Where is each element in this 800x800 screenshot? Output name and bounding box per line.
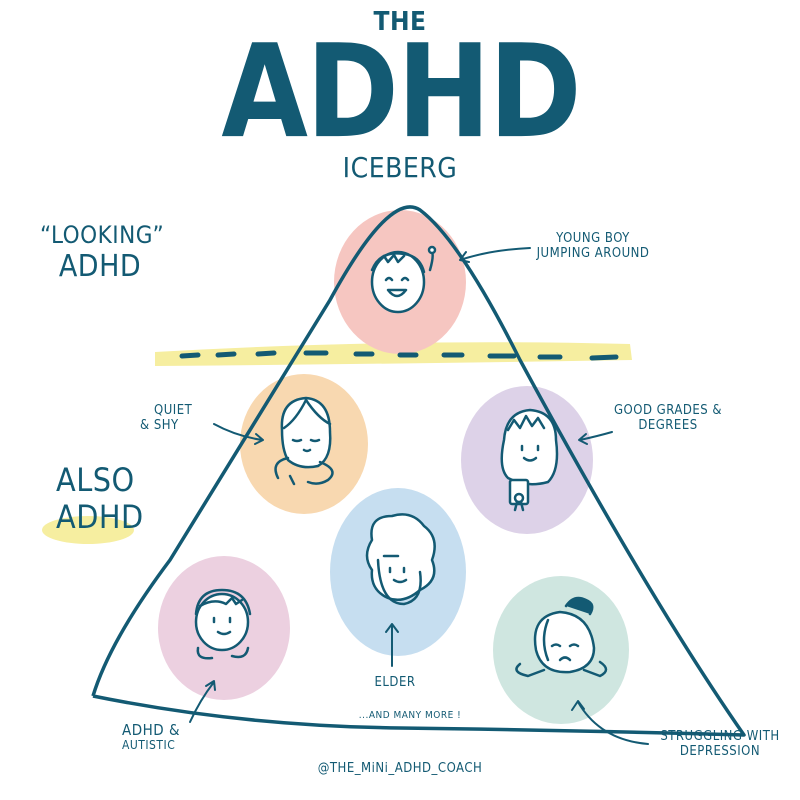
looking-adhd-label: ADHD (58, 248, 142, 284)
quiet-shy-face-icon (274, 396, 334, 486)
waterline-dashes (179, 350, 619, 361)
label-good-grades: GOOD GRADES & DEGREES (598, 403, 738, 434)
and-many-more-text: ...AND MANY MORE ! (358, 710, 462, 721)
struggling-arrow-icon (571, 700, 649, 745)
label-elder: ELDER (360, 675, 430, 691)
label-line: GOOD GRADES & (613, 403, 722, 418)
label-line: DEGREES (638, 417, 698, 433)
young-boy-arrow-icon (459, 247, 531, 263)
iceberg-outline (91, 205, 746, 737)
section-label-looking-adhd: “LOOKiNG” ADHD (40, 221, 164, 284)
good-grades-face-icon (500, 408, 559, 512)
label-line: & SHY (140, 417, 179, 433)
looking-label: “LOOKiNG” (40, 221, 165, 249)
page-title: ADHD (221, 17, 581, 168)
label-line: DEPRESSiON (679, 743, 761, 759)
label-quiet-shy: QUiET & SHY (140, 403, 220, 434)
adhd-autistic-arrow-icon (189, 680, 216, 723)
title-subtitle: iCEBERG (342, 151, 458, 184)
good-grades-arrow-icon (578, 431, 613, 445)
author-handle: @THE_MiNi_ADHD_COACH (317, 761, 483, 776)
also-label: ALSO (56, 461, 135, 499)
label-adhd-autistic: ADHD & AUTiSTiC (122, 721, 222, 753)
label-line: ADHD & (122, 721, 180, 739)
label-struggling-depression: STRUGGLiNG WiTH DEPRESSiON (650, 729, 790, 760)
label-line: AUTiSTiC (122, 738, 176, 753)
title-the: THE (373, 7, 427, 37)
also-adhd-highlight (42, 516, 134, 544)
label-line: ELDER (374, 675, 416, 690)
young-boy-face-icon (370, 245, 437, 314)
label-line: YOUNG BOY (556, 231, 630, 246)
also-adhd-label: ADHD (56, 497, 144, 536)
label-line: QUiET (154, 403, 193, 418)
quiet-shy-arrow-icon (213, 423, 264, 445)
label-line: JUMPiNG AROUND (536, 245, 650, 261)
struggling-face-icon (515, 596, 608, 678)
elder-arrow-icon (385, 623, 399, 667)
elder-face-icon (365, 513, 436, 606)
adhd-autistic-face-icon (194, 588, 252, 660)
label-young-boy: YOUNG BOY JUMPiNG AROUND (528, 231, 658, 262)
section-label-also-adhd: ALSO ADHD (56, 462, 146, 536)
label-line: STRUGGLiNG WiTH (660, 729, 780, 744)
